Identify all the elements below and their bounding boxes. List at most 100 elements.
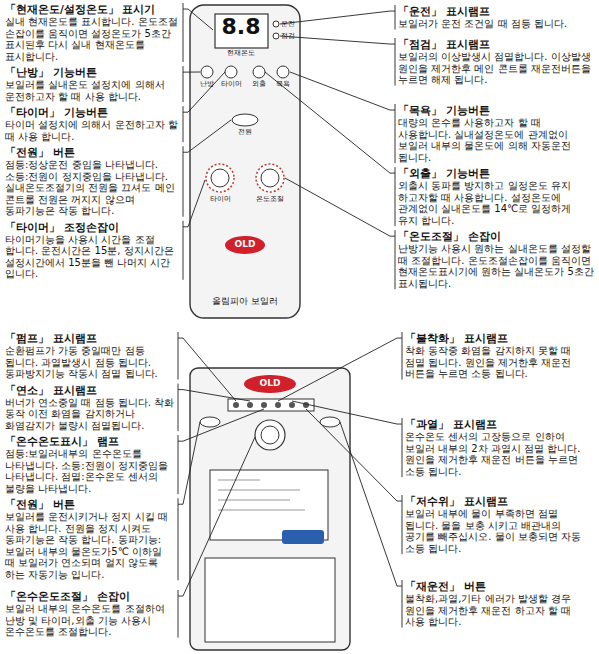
leader-line [183,9,213,30]
plate-line [218,480,260,481]
callout-heading: 「재운전」 버튼 [405,580,594,592]
leader-line [178,338,236,401]
plate-line [218,510,305,511]
controller-body [190,5,300,318]
leader-line [183,72,200,73]
device-label: 온도조절 [256,195,284,203]
callout-bracket [183,106,184,142]
bath-button [277,66,289,78]
callout-text: 착화 동작중 화염을 감지하지 못할 때 점멸 됩니다. 원인을 제거한후 재운… [405,345,594,380]
blue-sticker [282,530,324,544]
callout-heading: 「온도조절」 손잡이 [398,230,594,242]
callout-bracket [395,38,396,86]
callout-text: 대량의 온수를 사용하고자 할 때 사용합니다. 실내설정온도에 관계없이 보일… [398,117,594,163]
callout-bracket [402,418,403,477]
device-label: 전원 [238,128,252,136]
callout-text: 점등:보일러내부의 온수온도를 나타냅니다. 소등:전원이 정지중임을 나타냅니… [5,448,175,494]
callout-bracket [183,221,184,280]
callout-bracket [178,384,179,432]
power-button [200,417,220,427]
reset-button [320,417,340,427]
logo-oval [225,236,265,254]
device-label: 난방 [200,80,214,88]
callout-text: 순환펌프가 가동 중일때만 점등 됩니다. 과열발생시 점등 됩니다. 동파방지… [5,345,175,380]
device-label: OLD [260,378,281,388]
device-label: 타이머 [210,195,231,203]
callout-text: 버너가 연소중일 때 점등 됩니다. 착화 동작 이전 화염을 감지하거나 화염… [5,397,175,432]
callout-heading: 「연소」 표시램프 [5,384,175,396]
burn-lamp [247,402,253,408]
callout-text: 외출시 동파를 방지하고 일정온도 유지 하고자할 때 사용합니다. 설정온도에… [398,180,594,226]
water-temp-knob-cap [261,426,279,444]
temp-knob [256,164,284,192]
check-lamp [273,33,279,39]
callout-bracket [178,435,179,494]
leader-line [183,180,205,227]
callout-bracket [402,495,403,554]
timer-knob [206,164,234,192]
leader-line [280,36,395,44]
device-label: 현재온도 [227,49,255,57]
leader-line [178,390,250,401]
callout-heading: 「전원」 버튼 [5,498,175,510]
boiler-panel [190,368,350,650]
leader-line [340,422,402,586]
callout-text: 온수온도 센서의 고장등으로 인하여 보일러 내부의 2차 과열시 점멸 합니다… [405,431,594,477]
leader-line [265,72,395,173]
device-label: 올림피아 보일러 [212,296,278,306]
callout-heading: 「운전」 표시램프 [398,5,594,17]
temp-knob-cap [261,169,279,187]
callout-heading: 「난방」 기능버튼 [5,66,180,78]
callout-bracket [395,104,396,163]
callout-text: 불착화,과열,기타 에러가 발생할 경우 원인을 제거한후 재운전 하고자 할 … [405,593,594,628]
run-lamp [273,21,279,27]
callout-text: 보일러를 운전시키거나 정지 시킬 때 사용 합니다. 전원을 정지 시켜도 동… [5,511,175,580]
callout-heading: 「불착화」 표시램프 [405,332,594,344]
leader-line [183,120,231,152]
callout-text: 타이머기능을 사용시 시간을 조절 합니다. 운전시간은 15분, 정지시간은 … [5,234,180,280]
callout-heading: 「온수온도조절」 손잡이 [5,590,175,602]
overheat-lamp [289,402,295,408]
callout-bracket [183,66,184,102]
callout-heading: 「펌프」 표시램프 [5,332,175,344]
plate-line [218,490,300,491]
callout-bracket [395,167,396,226]
callout-bracket [178,498,179,580]
plate-line [218,500,290,501]
callout-text: 점등:정상운전 중임을 나타냅니다. 소등:전원이 정지중임을 나타냅니다. 실… [5,159,180,217]
device-label: 운전 [281,20,295,28]
callout-bracket [395,5,396,30]
device-label: 타이머 [221,80,242,88]
callout-text: 보일러 내부의 온수온도를 조절하여 난방 및 타이머,외출 기능 사용시 온수… [5,603,175,638]
callout-heading: 「타이머」 조정손잡이 [5,221,180,233]
callout-heading: 「전원」 버튼 [5,146,180,158]
label-plate [210,470,328,540]
device-label: 외출 [252,80,266,88]
callout-bracket [178,590,179,638]
display-window [215,14,268,48]
callout-heading: 「온수온도표시」 램프 [5,435,175,447]
callout-heading: 「점검」 표시램프 [398,38,594,50]
leader-line [285,178,395,236]
leader-line [280,11,395,24]
out-button [253,66,265,78]
callout-heading: 「외출」 기능버튼 [398,167,594,179]
callout-bracket [402,580,403,628]
leader-line [183,72,225,112]
timer-button [225,66,237,78]
leader-line [290,72,395,110]
ignition-lamp [275,402,281,408]
callout-text: 실내 현재온도를 표시합니다. 온도조절 손잡이를 움직이면 설정온도가 5초간… [5,16,180,62]
callout-text: 보일러 내부에 물이 부족하면 점멸 됩니다. 물을 보충 시키고 배관내의 공… [405,508,594,554]
callout-heading: 「저수위」 표시램프 [405,495,594,507]
lowwater-lamp [303,402,309,408]
power-button [232,114,258,126]
temp-lamp [261,402,267,408]
leader-line [178,422,200,504]
heat-button [201,66,213,78]
callout-heading: 「과열」 표시램프 [405,418,594,430]
leader-line [178,409,264,441]
front-window [205,558,335,642]
leader-line [178,437,255,596]
